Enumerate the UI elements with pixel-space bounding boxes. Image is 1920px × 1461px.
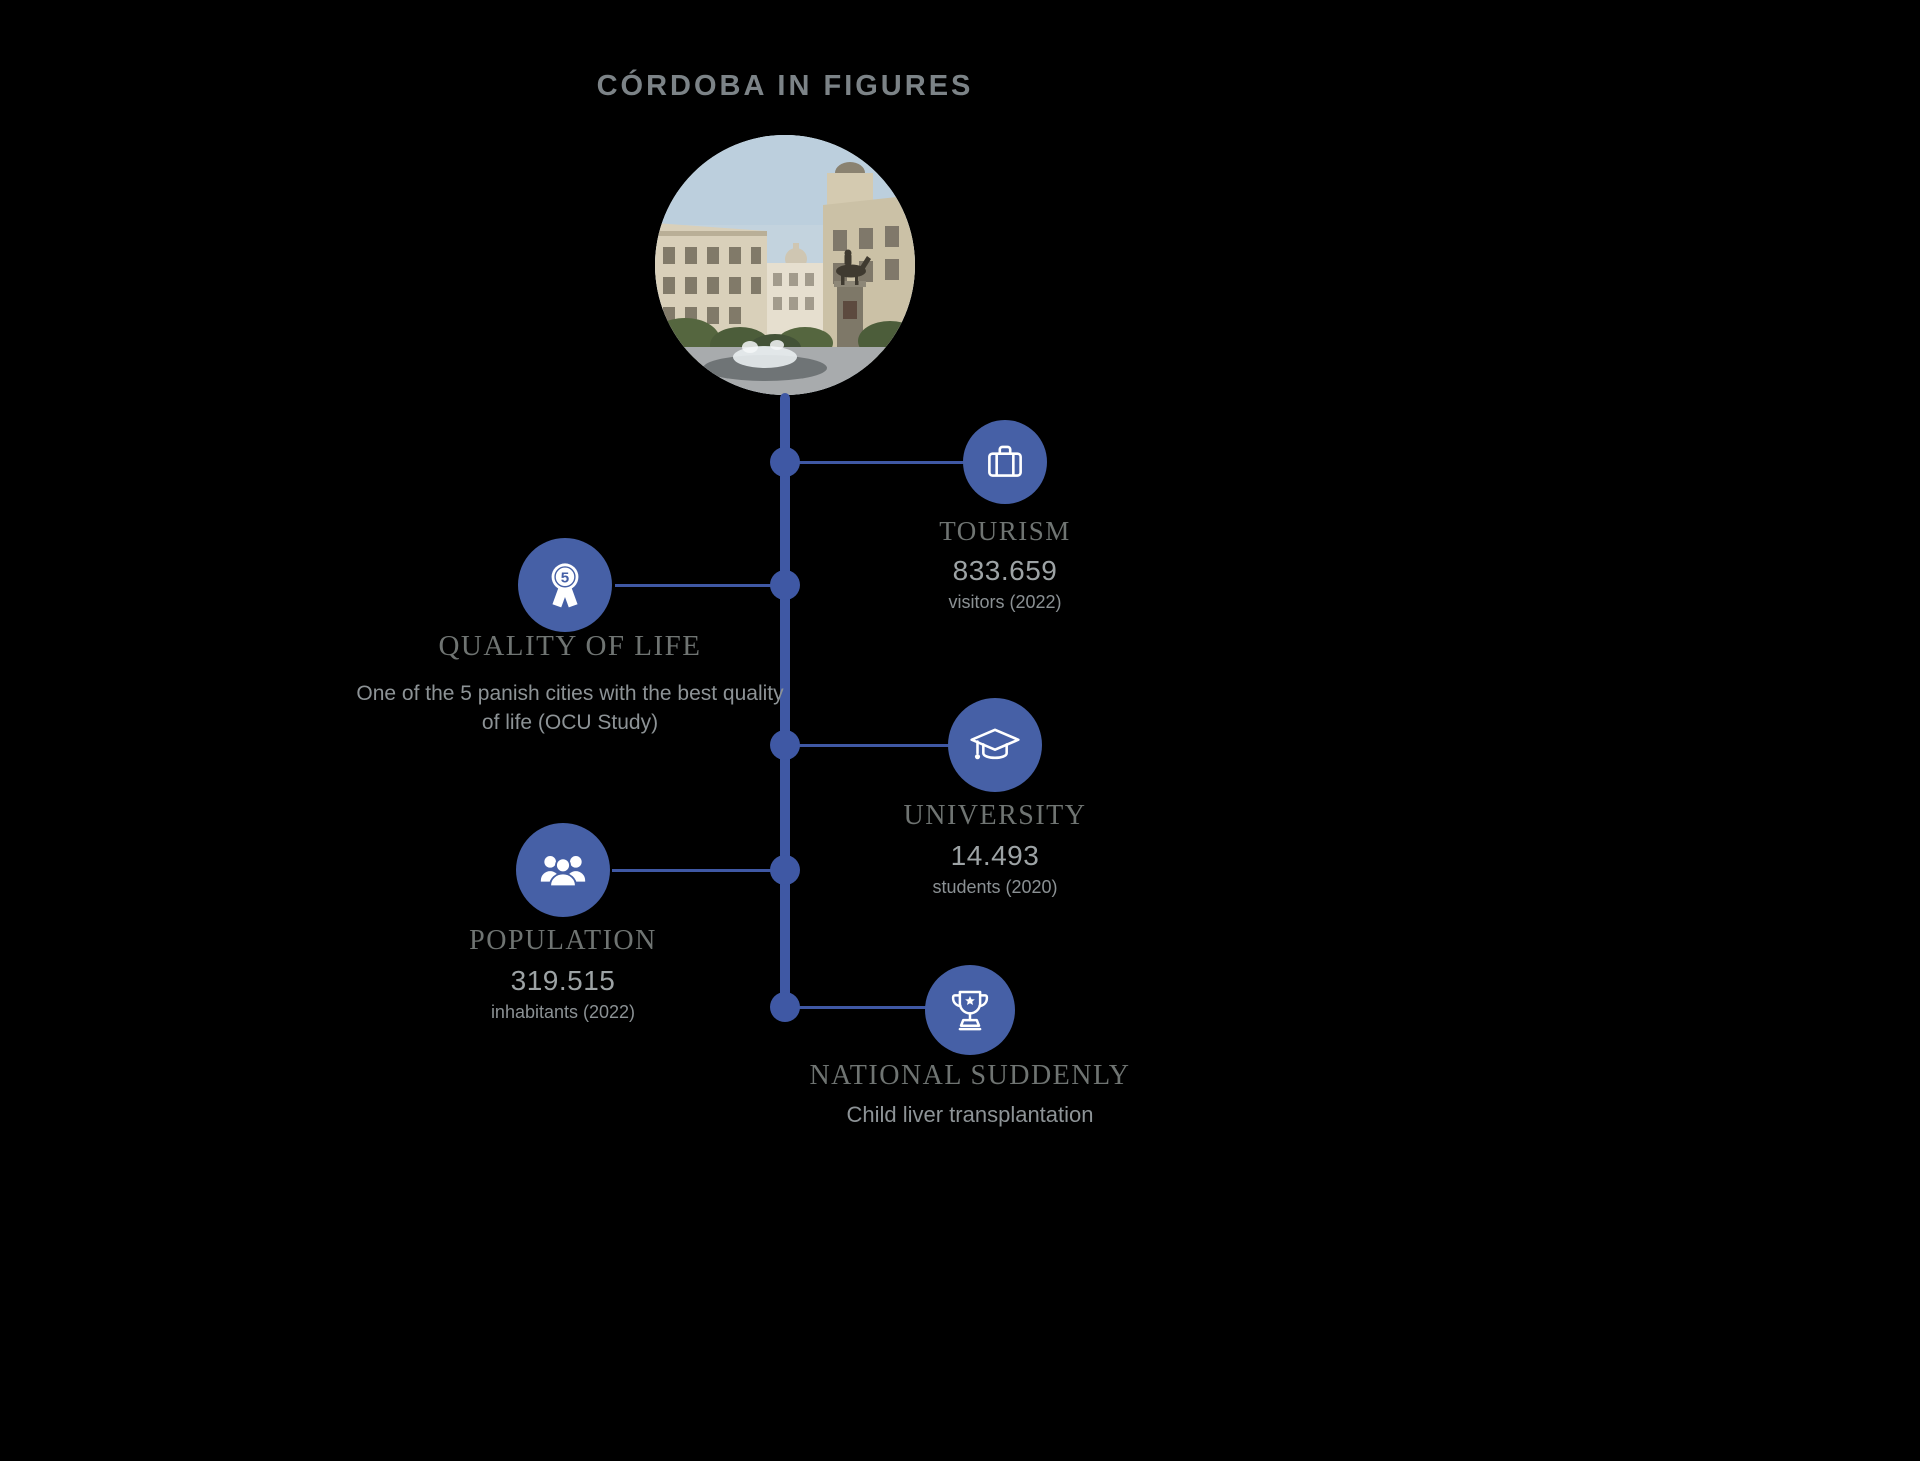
university-block: UNIVERSITY 14.493 students (2020) xyxy=(870,800,1120,898)
quality-description: One of the 5 panish cities with the best… xyxy=(356,682,784,735)
connector-line xyxy=(795,1006,931,1009)
quality-block: QUALITY OF LIFE One of the 5 panish citi… xyxy=(355,630,785,738)
tourism-heading: TOURISM xyxy=(939,516,1071,546)
medal-number: 5 xyxy=(561,570,569,587)
quality-heading: QUALITY OF LIFE xyxy=(438,630,702,662)
population-caption: inhabitants (2022) xyxy=(490,1002,636,1022)
university-heading: UNIVERSITY xyxy=(903,800,1087,831)
tourism-value: 833.659 xyxy=(952,555,1058,586)
tourism-icon-circle xyxy=(963,420,1047,504)
award-block: NATIONAL SUDDENLY Child liver transplant… xyxy=(785,1060,1155,1128)
award-icon-circle xyxy=(925,965,1015,1055)
graduation-cap-icon xyxy=(970,728,1020,760)
page-title: CÓRDOBA IN FIGURES xyxy=(596,70,974,102)
city-photo xyxy=(655,135,915,395)
medal-icon: 5 xyxy=(551,563,579,608)
quality-icon-circle: 5 xyxy=(518,538,612,632)
university-icon-circle xyxy=(948,698,1042,792)
people-icon xyxy=(540,856,586,888)
population-icon-circle xyxy=(516,823,610,917)
award-caption: Child liver transplantation xyxy=(846,1102,1094,1127)
population-heading: POPULATION xyxy=(469,925,657,956)
tourism-caption: visitors (2022) xyxy=(948,592,1062,612)
population-value: 319.515 xyxy=(510,965,616,996)
connector-line xyxy=(615,584,780,587)
connector-line xyxy=(795,744,953,747)
tourism-block: TOURISM 833.659 visitors (2022) xyxy=(880,516,1130,613)
population-block: POPULATION 319.515 inhabitants (2022) xyxy=(438,925,688,1023)
city-photo-illustration xyxy=(655,135,915,395)
suitcase-icon xyxy=(988,445,1022,477)
timeline-line xyxy=(780,393,790,1011)
connector-line xyxy=(612,869,780,872)
award-heading: NATIONAL SUDDENLY xyxy=(809,1060,1131,1091)
connector-line xyxy=(795,461,970,464)
university-value: 14.493 xyxy=(950,840,1040,871)
trophy-icon xyxy=(951,990,989,1031)
university-caption: students (2020) xyxy=(932,877,1058,897)
